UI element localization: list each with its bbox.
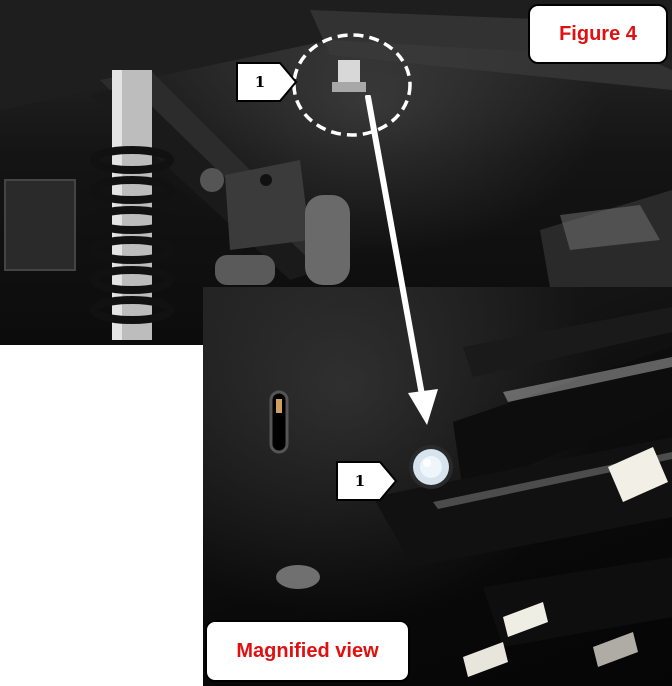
magnified-view-label: Magnified view <box>205 620 410 682</box>
callout-number: 1 <box>254 73 266 91</box>
pointer-arrow <box>365 95 438 425</box>
callout-arrow-shape <box>336 461 398 501</box>
callout-1-top: 1 <box>236 62 298 102</box>
magnified-photo <box>203 287 672 686</box>
callout-number: 1 <box>354 472 366 490</box>
callout-arrow-shape <box>236 62 298 102</box>
callout-1-magnified: 1 <box>336 461 398 501</box>
magnified-photo-shapes <box>269 307 672 677</box>
figure-label: Figure 4 <box>528 4 668 64</box>
